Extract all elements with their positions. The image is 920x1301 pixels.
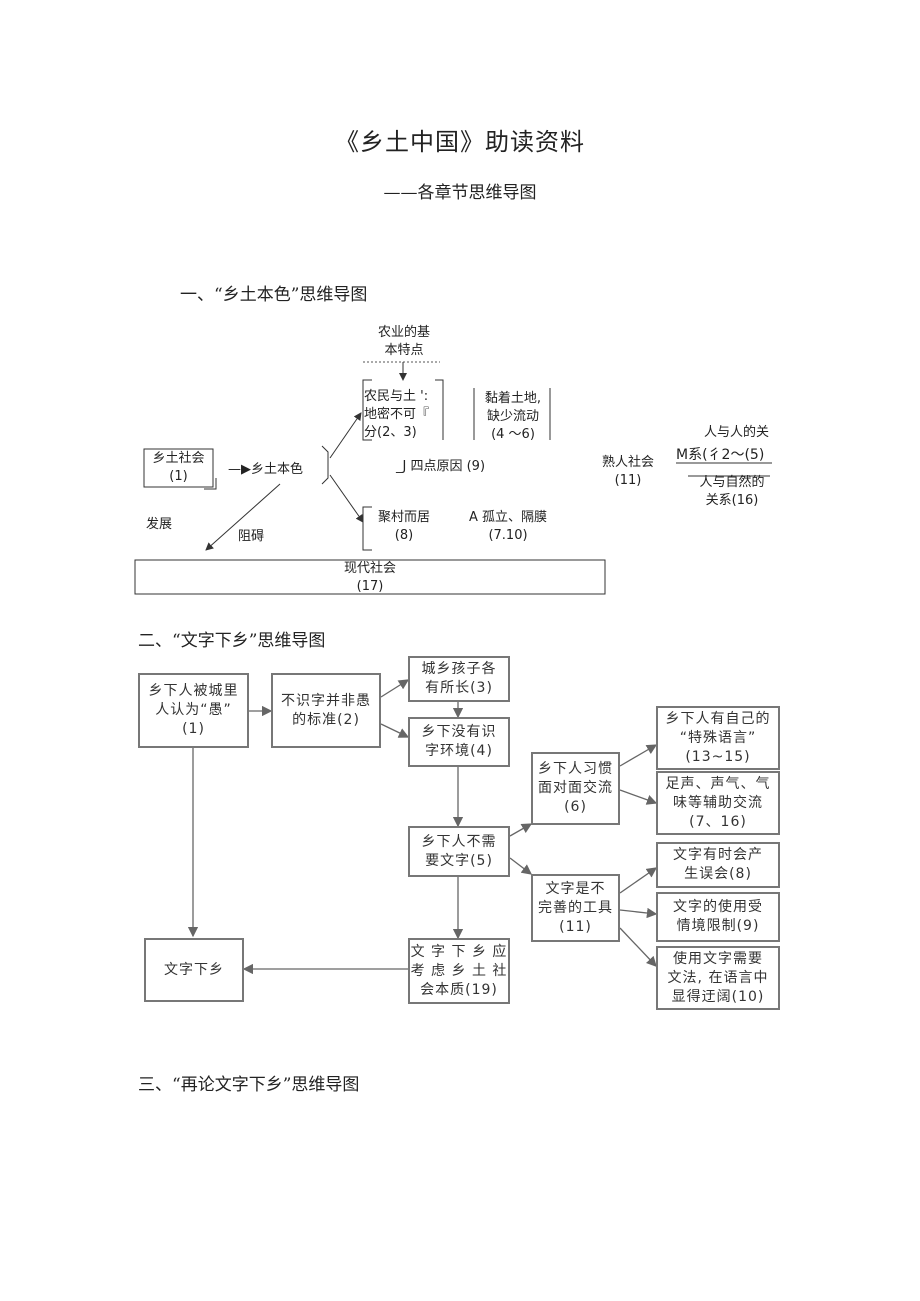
b6-line3: (6) [564, 799, 587, 815]
b13-line2: 考 虑 乡 土 社 [410, 962, 508, 979]
box-special-language: 乡下人有自己的 “特殊语言” (13~15) [656, 706, 780, 770]
village-living-line2: (8) [394, 528, 414, 543]
b10-line1: 文字有时会产 [673, 847, 763, 863]
develop-label: 发展 [146, 517, 173, 532]
modern-society-line2: (17) [356, 579, 384, 594]
relation-people-line2: M系(彳2～(5) [676, 447, 765, 463]
farmer-land-label: 农民与土 ': 地密不可『 分(2、3) [364, 388, 442, 442]
b9-line3: (11) [559, 918, 592, 935]
agri-features-line2: 本特点 [384, 343, 424, 358]
b3-line2: 有所长(3) [425, 680, 493, 696]
b5-line2: 要文字(5) [425, 852, 493, 869]
farmer-land-line3: 分(2、3) [364, 425, 417, 440]
stick-land-line1: 黏着土地, [484, 391, 542, 406]
relation-people-line1: 人与人的关 [704, 425, 770, 440]
agri-features-line1: 农业的基 [377, 325, 430, 340]
b9-line2: 完善的工具 [538, 899, 613, 916]
stick-land-line3: (4 ～6) [491, 427, 535, 442]
acquaintance-line2: (11) [614, 473, 642, 488]
relation-nature-line1: 人与自然的 [699, 475, 765, 490]
b7-line2: “特殊语言” [679, 729, 757, 746]
b4-line2: 字环境(4) [425, 743, 493, 759]
b11-line1: 文字的使用受 [673, 899, 763, 915]
stick-land-line2: 缺少流动 [486, 409, 539, 424]
b6-line1: 乡下人习惯 [538, 761, 613, 777]
b5-line1: 乡下人不需 [421, 833, 497, 850]
rural-society-line2: (1) [169, 469, 188, 484]
b11-line2: 情境限制(9) [676, 918, 760, 934]
b8-line3: (7、16) [689, 813, 747, 830]
b12-line1: 使用文字需要 [673, 950, 763, 967]
rural-nature-label: —▶乡土本色 [228, 462, 303, 477]
box-context-limit: 文字的使用受 情境限制(9) [656, 892, 780, 942]
b13-line3: 会本质(19) [420, 981, 498, 998]
b2-line1: 不识字并非愚 [281, 692, 371, 709]
box-consider-rural-nature: 文 字 下 乡 应 考 虑 乡 土 社 会本质(19) [408, 938, 510, 1004]
modern-society-line1: 现代社会 [343, 561, 396, 576]
isolation-line1: A 孤立、隔膜 [468, 510, 548, 525]
box-auxiliary-communication: 足声、声气、气 味等辅助交流 (7、16) [656, 771, 780, 835]
box-villagers-seen-foolish: 乡下人被城里 人认为“愚” (1) [138, 673, 249, 748]
acquaintance-society-label: 熟人社会 (11) [598, 454, 658, 490]
b8-line1: 足声、声气、气 [665, 775, 771, 792]
isolation-line2: (7.10) [488, 528, 528, 543]
b12-line3: 显得迂阔(10) [671, 988, 765, 1005]
acquaintance-line1: 熟人社会 [601, 455, 654, 470]
b12-line2: 文法, 在语言中 [667, 969, 769, 986]
isolation-label: A 孤立、隔膜 (7.10) [466, 509, 550, 545]
hinder-label: 阻碍 [238, 529, 265, 544]
b8-line2: 味等辅助交流 [673, 794, 763, 811]
b13-line1: 文 字 下 乡 应 [410, 943, 508, 960]
b7-line1: 乡下人有自己的 [665, 710, 771, 727]
modern-society-label: 现代社会 (17) [135, 560, 605, 596]
b6-line2: 面对面交流 [538, 780, 613, 796]
box-writing-to-countryside: 文字下乡 [144, 938, 244, 1002]
relation-nature-label: 人与自然的 关系(16) [694, 474, 770, 510]
document-subtitle: ——各章节思维导图 [383, 183, 537, 203]
section-heading-3: 三、“再论文字下乡”思维导图 [138, 1075, 360, 1095]
farmer-land-line2: 地密不可『 [364, 407, 430, 422]
box-face-to-face: 乡下人习惯 面对面交流 (6) [531, 752, 620, 825]
b7-line3: (13~15) [685, 748, 751, 765]
section-heading-1: 一、“乡土本色”思维导图 [180, 285, 368, 305]
agri-features-label: 农业的基 本特点 [366, 324, 442, 360]
stick-land-label: 黏着土地, 缺少流动 (4 ～6) [478, 390, 548, 444]
b10-line2: 生误会(8) [684, 866, 752, 882]
rural-society-label: 乡土社会 (1) [144, 450, 213, 486]
b1-line3: (1) [182, 721, 205, 737]
village-living-line1: 聚村而居 [377, 510, 430, 525]
b2-line2: 的标准(2) [292, 711, 360, 728]
four-reasons-label: _J 四点原因 (9) [396, 459, 486, 474]
document-title: 《乡土中国》助读资料 [335, 128, 585, 156]
b14-text: 文字下乡 [164, 961, 224, 978]
b1-line1: 乡下人被城里 [148, 683, 239, 699]
b3-line1: 城乡孩子各 [421, 661, 497, 677]
farmer-land-line1: 农民与土 ': [364, 389, 429, 404]
b4-line1: 乡下没有识 [421, 724, 497, 740]
b1-line2: 人认为“愚” [155, 702, 232, 718]
box-illiteracy-not-foolish: 不识字并非愚 的标准(2) [271, 673, 381, 748]
village-living-label: 聚村而居 (8) [372, 509, 436, 545]
relation-nature-line2: 关系(16) [705, 493, 759, 508]
box-children-strengths: 城乡孩子各 有所长(3) [408, 656, 510, 702]
box-no-literacy-env: 乡下没有识 字环境(4) [408, 717, 510, 767]
map1-connectors [134, 361, 772, 595]
b9-line1: 文字是不 [545, 880, 606, 897]
box-imperfect-tool: 文字是不 完善的工具 (11) [531, 874, 620, 942]
box-no-need-writing: 乡下人不需 要文字(5) [408, 826, 510, 877]
box-misunderstanding: 文字有时会产 生误会(8) [656, 842, 780, 888]
section-heading-2: 二、“文字下乡”思维导图 [138, 631, 326, 651]
box-grammar-pedantic: 使用文字需要 文法, 在语言中 显得迂阔(10) [656, 946, 780, 1010]
rural-society-line1: 乡土社会 [152, 451, 205, 466]
